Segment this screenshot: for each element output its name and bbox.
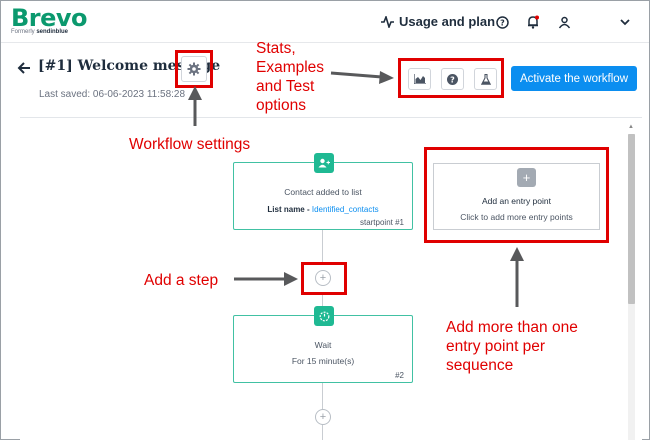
- entry-point-highlight: + Add an entry point Click to add more e…: [424, 147, 609, 243]
- brevo-logo[interactable]: Brevo Formerly sendinblue: [11, 4, 88, 35]
- last-saved-text: Last saved: 06-06-2023 11:58:28: [39, 89, 186, 100]
- scroll-thumb[interactable]: [628, 134, 635, 304]
- entry-node-list: List name - Identified_contacts: [234, 205, 412, 214]
- wait-node-title: Wait: [314, 340, 332, 350]
- chevron-down-icon[interactable]: [616, 13, 634, 31]
- annotation-line: entry point per: [446, 338, 546, 355]
- help-circle-icon: ?: [447, 73, 458, 85]
- help-icon[interactable]: ?: [493, 13, 511, 31]
- annotation-stats: Stats, Examples and Test options: [256, 39, 324, 115]
- test-button[interactable]: [474, 68, 497, 90]
- activate-workflow-button[interactable]: Activate the workflow: [511, 66, 637, 91]
- add-step-highlight: [301, 262, 347, 295]
- annotation-line: sequence: [446, 357, 514, 374]
- add-entry-point-node[interactable]: + Add an entry point Click to add more e…: [433, 163, 600, 230]
- workflow-settings-button[interactable]: [181, 56, 207, 82]
- contact-list-icon: [314, 153, 334, 173]
- wait-node[interactable]: Wait For 15 minute(s) #2: [233, 306, 413, 383]
- add-entry-plus-icon: +: [517, 168, 536, 187]
- startpoint-label: startpoint #1: [359, 218, 404, 227]
- logo-wordmark: Brevo: [11, 4, 88, 32]
- settings-highlight: [175, 50, 213, 88]
- annotation-add-step: Add a step: [144, 272, 219, 289]
- add-step-button[interactable]: +: [315, 409, 331, 425]
- annotation-line: Stats,: [256, 40, 296, 57]
- timer-icon: [314, 306, 334, 326]
- annotation-line: options: [256, 97, 306, 114]
- header-divider: [20, 117, 642, 118]
- annotation-line: Add more than one: [446, 319, 578, 336]
- scroll-up-icon[interactable]: ▲: [628, 124, 634, 130]
- logo-sub-prefix: Formerly: [11, 29, 35, 35]
- area-chart-icon: [413, 74, 426, 84]
- annotation-line: and Test: [256, 78, 315, 95]
- tools-highlight: ?: [398, 58, 504, 98]
- logo-sub-brand: sendinblue: [36, 29, 69, 35]
- wait-node-duration: For 15 minute(s): [291, 356, 355, 366]
- add-step-button[interactable]: +: [315, 270, 331, 286]
- gear-icon: [187, 62, 201, 76]
- annotation-entry-point: Add more than one entry point per sequen…: [446, 318, 578, 375]
- annotation-line: Examples: [256, 59, 325, 76]
- examples-button[interactable]: ?: [441, 68, 464, 90]
- connector-line: [322, 295, 323, 315]
- logo-subtitle: Formerly sendinblue: [11, 29, 87, 35]
- annotation-workflow-settings: Workflow settings: [129, 136, 251, 153]
- svg-text:?: ?: [450, 75, 455, 84]
- workflow-title: [#1] Welcome message: [38, 58, 221, 74]
- pulse-icon: [381, 15, 394, 28]
- back-arrow-icon[interactable]: [17, 61, 31, 75]
- usage-and-plan-button[interactable]: Usage and plan: [381, 14, 495, 29]
- top-bar: Brevo Formerly sendinblue Usage and plan…: [1, 1, 649, 43]
- add-entry-title: Add an entry point: [482, 196, 551, 206]
- svg-text:?: ?: [500, 18, 505, 27]
- entry-node-title: Contact added to list: [284, 187, 362, 197]
- bell-icon[interactable]: [524, 13, 542, 31]
- stats-button[interactable]: [408, 68, 431, 90]
- add-entry-subtitle: Click to add more entry points: [460, 212, 573, 222]
- flask-icon: [480, 73, 491, 85]
- list-name-link[interactable]: Identified_contacts: [311, 205, 379, 214]
- connector-line: [322, 230, 323, 263]
- entry-node-contact-added[interactable]: Contact added to list List name - Identi…: [233, 153, 413, 230]
- wait-node-step-number: #2: [395, 371, 404, 380]
- usage-and-plan-label: Usage and plan: [399, 14, 496, 29]
- canvas-scrollbar[interactable]: ▲: [626, 124, 636, 440]
- user-icon[interactable]: [555, 13, 573, 31]
- list-name-prefix: List name -: [267, 205, 312, 214]
